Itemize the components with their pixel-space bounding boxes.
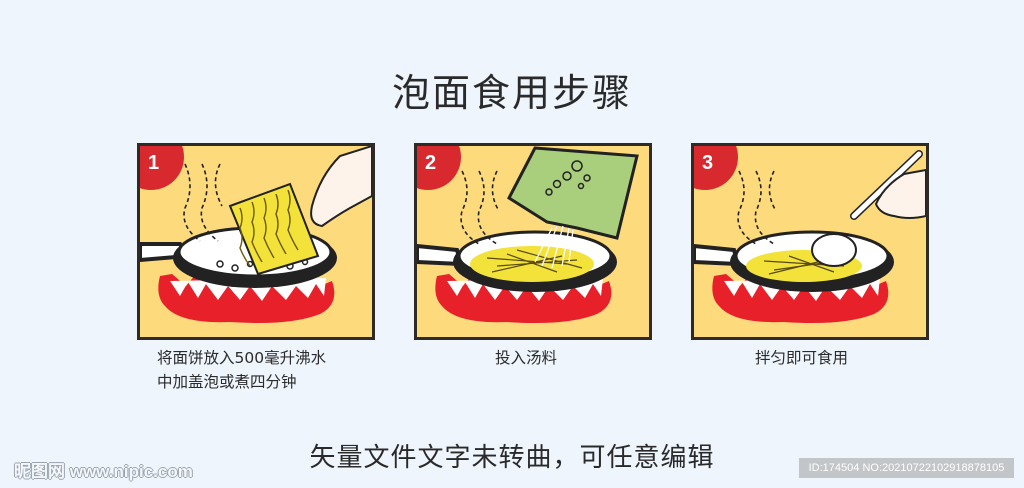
spoon-icon (811, 233, 857, 267)
step-1-caption: 将面饼放入500毫升沸水 中加盖泡或煮四分钟 (157, 346, 326, 394)
step-3-caption: 拌匀即可食用 (755, 349, 849, 367)
stir-noodles-illustration (694, 150, 926, 323)
step-3-panel: 3 (691, 143, 929, 340)
step-number: 1 (148, 152, 160, 174)
seasoning-packet-icon (507, 146, 639, 240)
watermark-logo: 昵图网 www.nipic.com (14, 462, 193, 481)
step-1-caption-line1: 将面饼放入500毫升沸水 (157, 349, 327, 367)
page-title: 泡面食用步骤 (391, 71, 632, 115)
step-2-panel: 2 (414, 143, 652, 340)
image-id-label: ID:174504 NO:20210722102918878105 (799, 458, 1014, 478)
step-2-caption: 投入汤料 (495, 349, 558, 367)
boil-noodles-illustration (140, 146, 372, 323)
add-seasoning-illustration (417, 146, 639, 323)
step-1-panel: 1 (137, 143, 375, 340)
step-number: 2 (425, 152, 437, 174)
step-number: 3 (702, 152, 714, 174)
step-1-caption-line2: 中加盖泡或煮四分钟 (157, 373, 297, 391)
footer-note: 矢量文件文字未转曲，可任意编辑 (309, 443, 715, 473)
